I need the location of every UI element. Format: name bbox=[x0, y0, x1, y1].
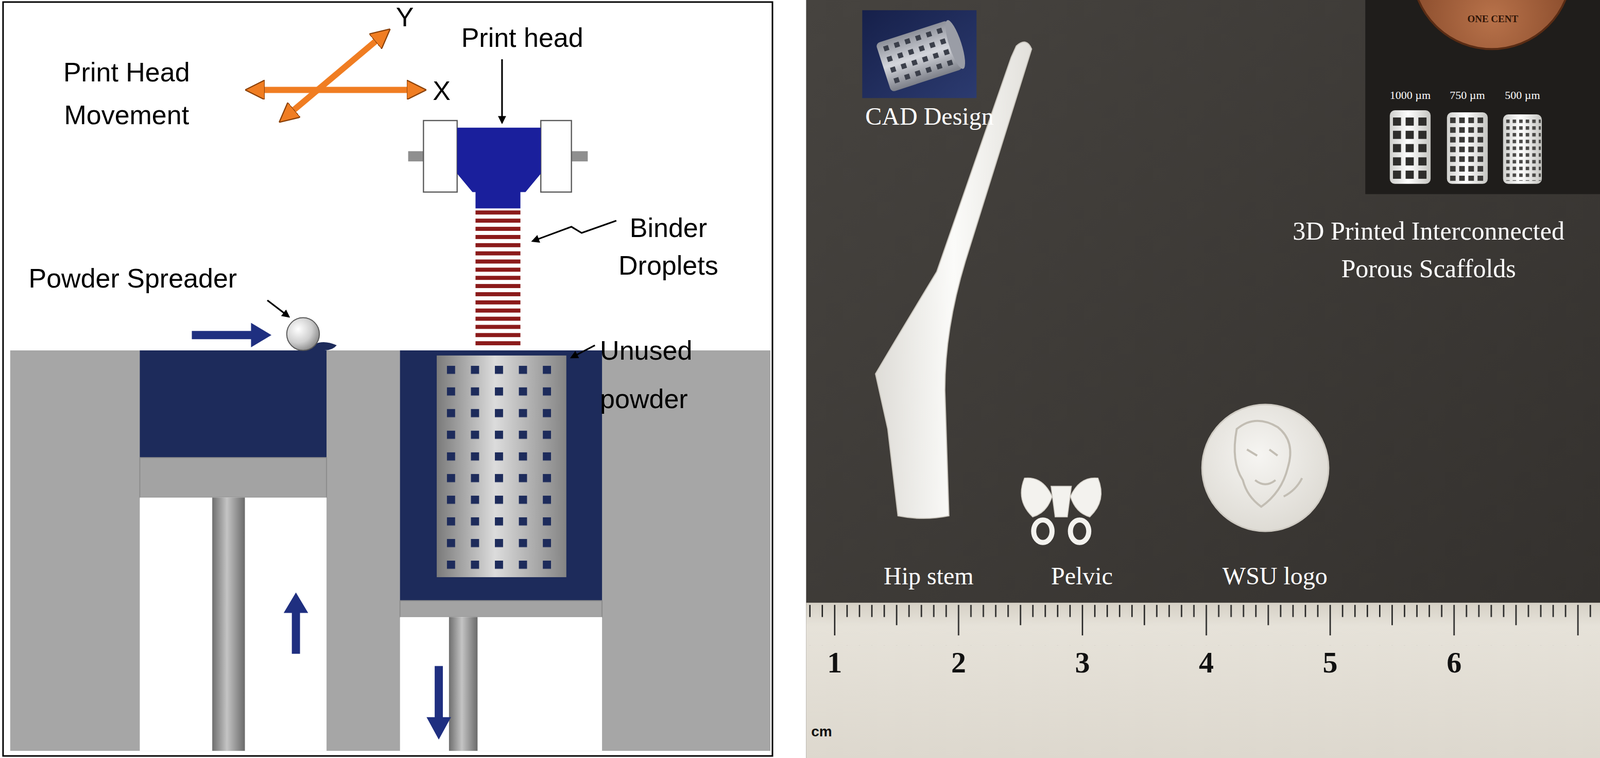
photo-caption: CAD Design bbox=[865, 101, 994, 131]
axis-label: Y bbox=[396, 2, 415, 33]
ruler-number: 5 bbox=[1322, 645, 1338, 680]
axis-label: X bbox=[432, 75, 451, 107]
ruler-number: 6 bbox=[1446, 645, 1462, 680]
part-label: Binder Droplets bbox=[601, 209, 735, 285]
axis-caption: Print Head Movement bbox=[4, 50, 250, 137]
ruler-number: 3 bbox=[1074, 645, 1090, 680]
photo-caption: Pelvic bbox=[1051, 561, 1113, 590]
printed-parts-photo bbox=[805, 0, 1600, 758]
photo-caption: Hip stem bbox=[883, 561, 974, 590]
photo-caption: WSU logo bbox=[1222, 561, 1328, 590]
ruler-number: 4 bbox=[1198, 645, 1214, 680]
pore-size-label: 1000 µm bbox=[1389, 88, 1431, 102]
coin-text: ONE CENT bbox=[1467, 13, 1519, 25]
photo-caption: 3D Printed Interconnected Porous Scaffol… bbox=[1265, 212, 1592, 287]
ruler-number: 2 bbox=[951, 645, 967, 680]
ruler-number: 1 bbox=[827, 645, 842, 680]
part-label: Print head bbox=[461, 22, 584, 54]
pore-size-label: 750 µm bbox=[1449, 88, 1485, 102]
printer-schematic bbox=[3, 2, 773, 756]
pore-size-label: 500 µm bbox=[1504, 88, 1540, 102]
ruler-unit: cm bbox=[811, 723, 832, 740]
part-label: Unused powder bbox=[599, 326, 738, 423]
part-label: Powder Spreader bbox=[28, 263, 237, 295]
